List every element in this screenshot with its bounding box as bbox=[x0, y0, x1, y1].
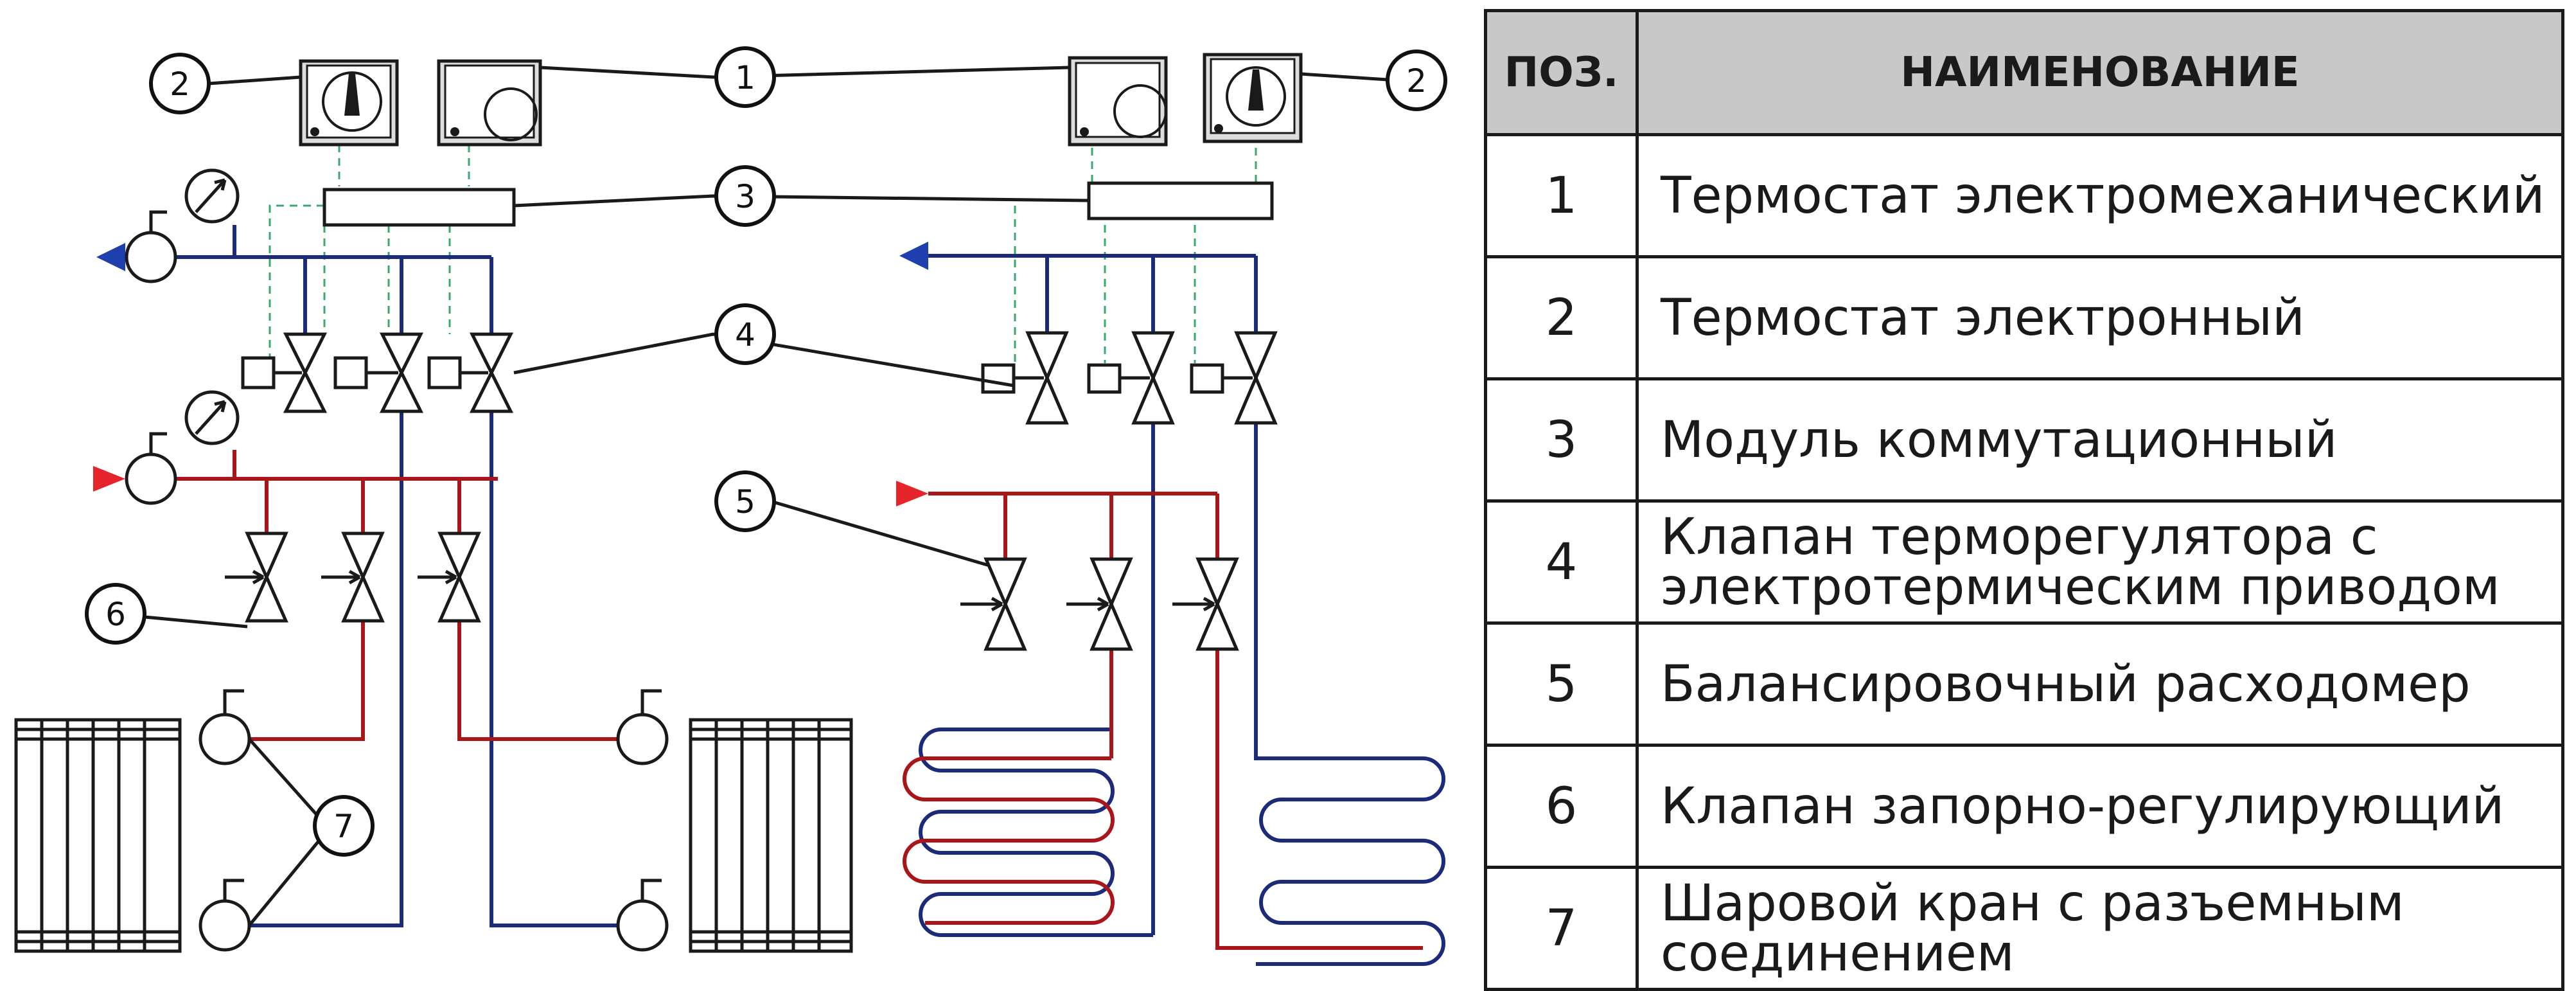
shutoff-valve bbox=[321, 531, 385, 623]
legend-name: Шаровой кран с разъемным соединением bbox=[1636, 866, 2564, 991]
table-row: 1 Термостат электромеханический bbox=[1484, 133, 2564, 258]
left-return-outlet-arrow bbox=[96, 243, 125, 271]
pressure-gauge-icon bbox=[184, 390, 240, 445]
legend-pos: 2 bbox=[1484, 255, 1639, 380]
shutoff-valve bbox=[418, 531, 481, 623]
callout-5: 5 bbox=[714, 470, 776, 532]
right-return-outlet-arrow bbox=[899, 242, 928, 270]
thermostat-electronic-icon bbox=[1203, 53, 1303, 143]
actuated-valve bbox=[1087, 331, 1175, 425]
right-supply-inlet-arrow bbox=[896, 481, 928, 506]
table-row: 4 Клапан терморегулятора с электротермич… bbox=[1484, 499, 2564, 625]
ball-valve-icon bbox=[198, 689, 251, 765]
thermostat-electromechanical-icon bbox=[437, 59, 542, 147]
svg-text:7: 7 bbox=[333, 808, 354, 845]
table-row: 2 Термостат электронный bbox=[1484, 255, 2564, 380]
legend-table: ПОЗ. НАИМЕНОВАНИЕ 1 Термостат электромех… bbox=[1484, 9, 2564, 991]
right-return-piping bbox=[919, 254, 1445, 966]
callout-4: 4 bbox=[714, 303, 776, 365]
right-switching-module bbox=[1087, 181, 1274, 220]
legend-pos: 5 bbox=[1484, 621, 1639, 747]
legend-name: Клапан терморегулятора с электротермичес… bbox=[1636, 499, 2564, 625]
thermostat-electronic-icon bbox=[299, 59, 399, 147]
callout-6: 6 bbox=[85, 583, 146, 645]
actuated-valve bbox=[333, 332, 424, 413]
ball-valve-icon bbox=[198, 879, 251, 952]
callout-1: 1 bbox=[714, 46, 776, 108]
legend-pos: 7 bbox=[1484, 866, 1639, 991]
table-row: 7 Шаровой кран с разъемным соединением bbox=[1484, 866, 2564, 991]
actuated-valve bbox=[1190, 331, 1278, 425]
balancing-flowmeter bbox=[960, 557, 1027, 651]
legend-name: Термостат электромеханический bbox=[1636, 133, 2564, 258]
balancing-flowmeter bbox=[1066, 557, 1133, 651]
svg-text:6: 6 bbox=[105, 596, 126, 633]
legend-pos: 3 bbox=[1484, 377, 1639, 503]
leader-lines bbox=[144, 66, 1398, 927]
legend-pos: 1 bbox=[1484, 133, 1639, 258]
left-supply-ball-valve bbox=[125, 432, 177, 505]
table-row: 6 Клапан запорно-регулирующий bbox=[1484, 744, 2564, 869]
left-switching-module bbox=[322, 188, 516, 227]
callout-2-left: 2 bbox=[149, 53, 211, 114]
radiator-icon bbox=[689, 718, 853, 953]
svg-text:1: 1 bbox=[735, 59, 755, 96]
pressure-gauge-icon bbox=[184, 168, 240, 224]
actuated-valve bbox=[427, 332, 514, 413]
legend-header-row: ПОЗ. НАИМЕНОВАНИЕ bbox=[1484, 9, 2564, 136]
balancing-flowmeter bbox=[1172, 557, 1239, 651]
actuated-valve bbox=[981, 331, 1069, 425]
svg-text:5: 5 bbox=[735, 483, 755, 521]
left-return-piping bbox=[151, 225, 642, 927]
right-supply-piping bbox=[903, 492, 1423, 950]
ball-valve-icon bbox=[616, 689, 669, 765]
legend-pos: 6 bbox=[1484, 744, 1639, 869]
table-row: 3 Модуль коммутационный bbox=[1484, 377, 2564, 503]
legend-name: Термостат электронный bbox=[1636, 255, 2564, 380]
legend-pos: 4 bbox=[1484, 499, 1639, 625]
svg-text:4: 4 bbox=[735, 316, 755, 353]
legend-name: Балансировочный расходомер bbox=[1636, 621, 2564, 747]
ball-valve-icon bbox=[616, 879, 669, 952]
shutoff-valve bbox=[225, 531, 288, 623]
table-row: 5 Балансировочный расходомер bbox=[1484, 621, 2564, 747]
svg-text:3: 3 bbox=[735, 178, 755, 215]
legend-name: Модуль коммутационный bbox=[1636, 377, 2564, 503]
thermostat-electromechanical-icon bbox=[1068, 56, 1168, 147]
legend-header-name: НАИМЕНОВАНИЕ bbox=[1636, 9, 2564, 136]
radiator-icon bbox=[14, 718, 182, 953]
heating-schematic: 1 2 2 3 4 5 6 7 bbox=[14, 46, 1447, 966]
callout-3: 3 bbox=[714, 165, 776, 227]
callout-7: 7 bbox=[313, 795, 375, 857]
legend-name: Клапан запорно-регулирующий bbox=[1636, 744, 2564, 869]
svg-text:2: 2 bbox=[170, 66, 190, 103]
actuated-valve bbox=[241, 332, 328, 413]
callout-2-right: 2 bbox=[1386, 49, 1447, 111]
svg-text:2: 2 bbox=[1406, 62, 1427, 100]
legend-header-pos: ПОЗ. bbox=[1484, 9, 1639, 136]
left-supply-inlet-arrow bbox=[93, 466, 125, 492]
control-wiring bbox=[269, 145, 1257, 366]
left-return-ball-valve bbox=[125, 210, 177, 283]
